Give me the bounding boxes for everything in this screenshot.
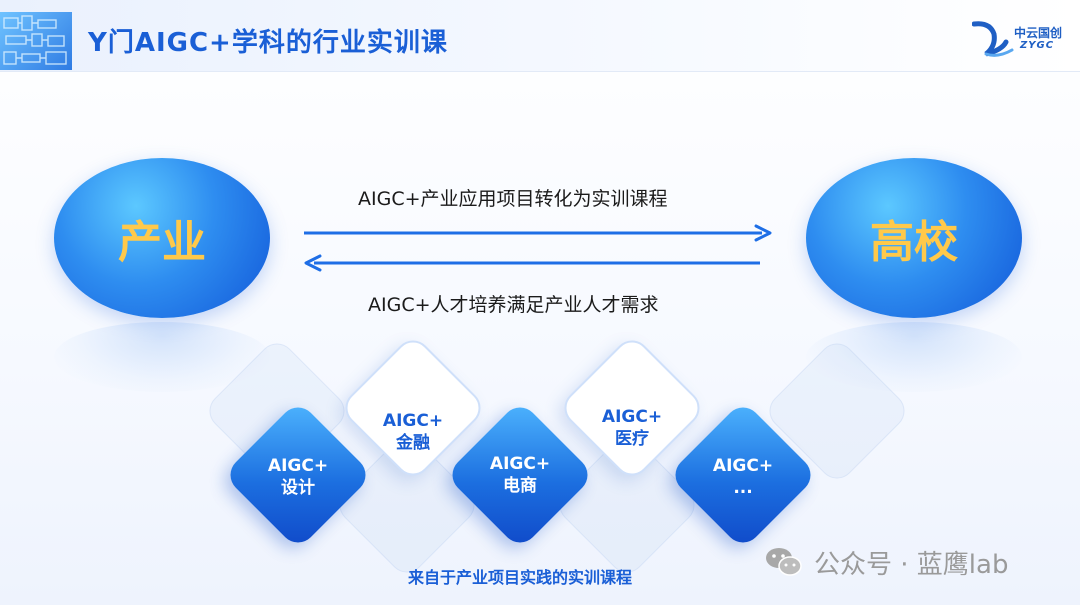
wechat-icon (764, 545, 804, 579)
watermark: 公众号 · 蓝鹰lab (764, 542, 1008, 582)
university-node-reflection (806, 322, 1022, 392)
logo-en-text: ZYGC (1020, 40, 1055, 51)
course-label-design: AIGC+设计 (267, 456, 329, 498)
course-label-medical: AIGC+医疗 (601, 407, 663, 449)
logo-cn-text: 中云国创 (1014, 26, 1063, 40)
flow-top-text: AIGC+产业应用项目转化为实训课程 (358, 188, 668, 210)
flow-bottom-text: AIGC+人才培养满足产业人才需求 (368, 294, 659, 316)
header-bar: Y门AIGC+学科的行业实训课 中云国创 ZYGC (0, 0, 1080, 72)
course-label-finance: AIGC+金融 (382, 411, 444, 453)
industry-node-reflection (54, 322, 270, 392)
industry-node-label: 产业 (118, 217, 206, 268)
left-arrow-icon (304, 254, 760, 272)
header-thumbnail-image (0, 12, 72, 70)
university-node-label: 高校 (870, 217, 958, 268)
footer-caption: 来自于产业项目实践的实训课程 (408, 568, 633, 587)
company-logo: 中云国创 ZYGC (972, 20, 1072, 62)
flow-arrows (304, 224, 772, 272)
course-label-more: AIGC+... (712, 456, 774, 498)
industry-node: 产业 (54, 158, 270, 318)
watermark-text: 公众号 · 蓝鹰lab (814, 549, 1009, 580)
right-arrow-icon (304, 224, 772, 242)
university-node: 高校 (806, 158, 1022, 318)
course-label-ecommerce: AIGC+电商 (489, 454, 551, 496)
page-title: Y门AIGC+学科的行业实训课 (88, 28, 448, 58)
logo-swoosh-icon (972, 21, 1014, 57)
